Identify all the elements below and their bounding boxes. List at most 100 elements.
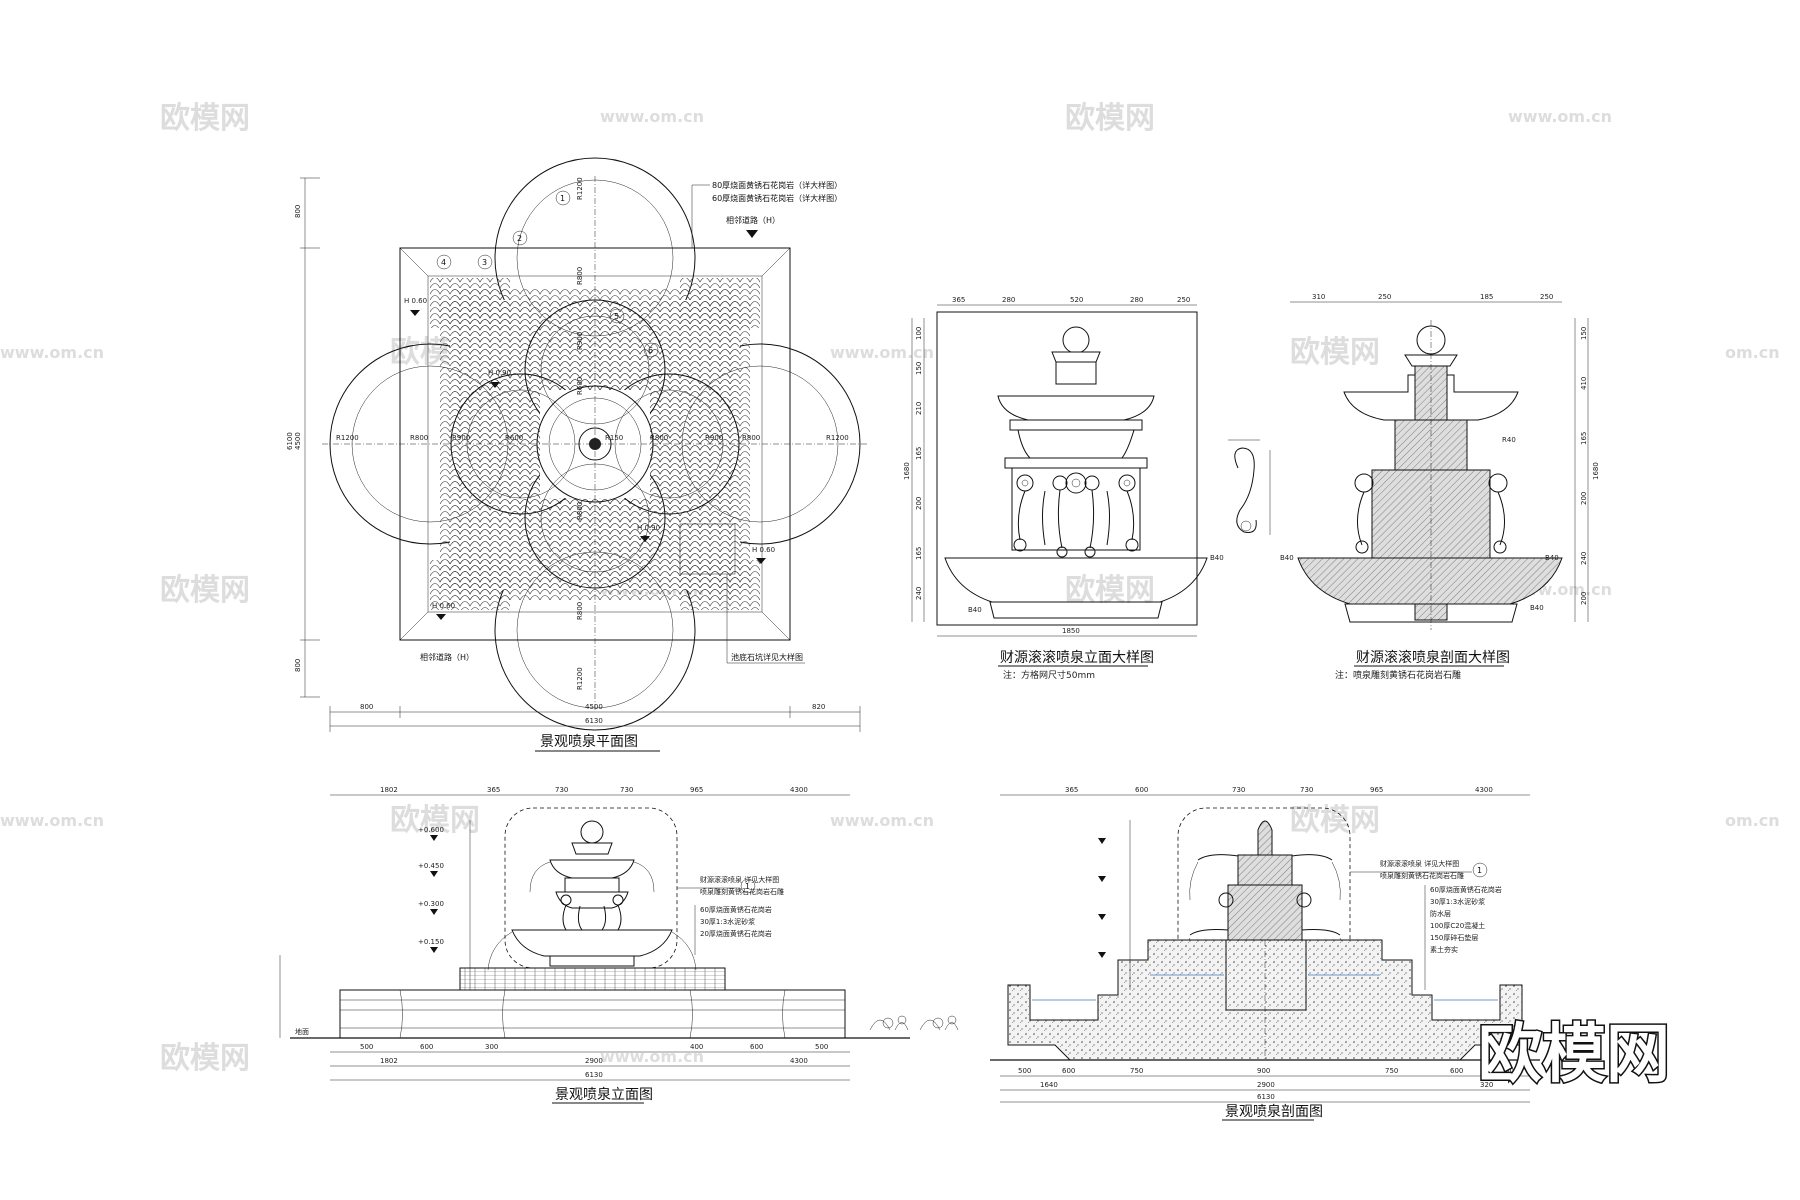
section-note: 60厚烧面黄锈石花岗岩 — [1430, 885, 1502, 894]
marker-number: 4 — [441, 258, 446, 267]
dim-label: 730 — [555, 786, 568, 794]
dim-label: 365 — [1065, 786, 1078, 794]
dim-label: R40 — [1502, 436, 1516, 444]
section-title: 景观喷泉剖面图 — [1225, 1103, 1323, 1120]
dim-label: 4300 — [790, 786, 808, 794]
dim-label: 200 — [915, 497, 923, 510]
dim-label: 165 — [915, 447, 923, 460]
dim-label: 365 — [487, 786, 500, 794]
dim-label: 1680 — [903, 462, 911, 480]
watermark-url: www.om.cn — [0, 811, 104, 830]
dim-label: 2900 — [585, 1057, 603, 1065]
dim-label: 365 — [952, 296, 965, 304]
dim-label: 150 — [915, 362, 923, 375]
front-elevation: 1802 365 730 730 965 4300 地面 +0.600 — [279, 786, 910, 1104]
section-note: 财源滚滚喷泉 详见大样图 — [1380, 859, 1459, 868]
elev-detail-title: 财源滚滚喷泉立面大样图 — [1000, 649, 1154, 666]
fountain-section: 365 600 730 730 965 4300 — [919, 786, 1540, 1121]
dim-label: 250 — [1378, 293, 1391, 301]
dim-label: 200 — [1580, 592, 1588, 605]
plan-note: 80厚烧面黄锈石花岗岩（详大样图） — [712, 180, 842, 190]
section-note: 喷泉雕刻黄锈石花岗岩石雕 — [1380, 871, 1464, 880]
fountain-section-detail: 310 250 185 250 150 410 165 200 240 200 … — [1280, 293, 1600, 681]
plan-title: 景观喷泉平面图 — [540, 733, 638, 750]
elevation-mark: H 0.60 — [404, 297, 427, 305]
watermark-brand: 欧模网 — [390, 803, 480, 838]
plan-note: 相邻道路（H） — [726, 215, 780, 225]
section-note: 素土夯实 — [1430, 945, 1458, 954]
dim-label: 165 — [1580, 432, 1588, 445]
elevation-mark: +0.600 — [418, 826, 444, 834]
watermark-url: www.om.cn — [1508, 107, 1612, 126]
dim-label: 240 — [1580, 552, 1588, 565]
plan-pit-box — [679, 523, 736, 575]
elevation-mark: H 0.90 — [488, 369, 511, 377]
radius-label: R1200 — [576, 177, 584, 200]
section-note: 150厚碎石垫层 — [1430, 933, 1478, 942]
dim-label: 965 — [1370, 786, 1383, 794]
dim-label: 410 — [1580, 377, 1588, 390]
dim-label: 800 — [360, 703, 373, 711]
fountain-elevation-detail: 365 280 520 280 250 1850 100 150 210 165… — [903, 296, 1224, 681]
elevation-mark: +0.450 — [418, 862, 444, 870]
callout-number: 1 — [745, 882, 750, 891]
radius-label: R150 — [605, 434, 623, 442]
watermark-url: www.om.cn — [830, 343, 934, 362]
dim-label: B40 — [1210, 554, 1224, 562]
dim-label: 310 — [1312, 293, 1325, 301]
section-note: 30厚1:3水泥砂浆 — [1430, 897, 1485, 906]
plan-quatrefoil — [329, 157, 861, 731]
front-elev-title: 景观喷泉立面图 — [555, 1086, 653, 1103]
radius-label: R800 — [742, 434, 760, 442]
dim-label: 965 — [690, 786, 703, 794]
radius-label: R800 — [650, 434, 668, 442]
radius-label: R800 — [576, 502, 584, 520]
dim-label: 6130 — [1257, 1093, 1275, 1101]
dim-label: 280 — [1002, 296, 1015, 304]
elev-note: 60厚烧面黄锈石花岗岩 — [700, 905, 772, 914]
elevation-mark: +0.150 — [418, 938, 444, 946]
detail-grid — [936, 311, 1198, 626]
dim-label: 800 — [294, 659, 302, 672]
watermark-brand: 欧模网 — [160, 101, 250, 136]
plan-note: 相邻道路（H） — [420, 652, 474, 662]
dim-label: 4500 — [585, 703, 603, 711]
radius-label: R600 — [576, 377, 584, 395]
plan-note: 池底石坑详见大样图 — [731, 652, 803, 662]
dim-label: 6130 — [585, 1071, 603, 1079]
dim-label: B40 — [1545, 554, 1559, 562]
ground-label: 地面 — [295, 1027, 309, 1036]
section-detail-title: 财源滚滚喷泉剖面大样图 — [1356, 649, 1510, 666]
dim-label: 600 — [1135, 786, 1148, 794]
section-note: 防水层 — [1430, 909, 1451, 918]
dim-label: 2900 — [1257, 1081, 1275, 1089]
dim-label: 600 — [420, 1043, 433, 1051]
watermark-url: www.om.cn — [600, 107, 704, 126]
dim-label: 600 — [750, 1043, 763, 1051]
plan-markers: 1 2 3 4 5 6 — [436, 190, 659, 358]
section-detail-subtitle: 注：喷泉雕刻黄锈石花岗岩石雕 — [1335, 669, 1461, 681]
marker-number: 2 — [517, 234, 522, 243]
watermark-url: om.cn — [1725, 343, 1780, 362]
dim-label: 240 — [915, 587, 923, 600]
radius-label: R1200 — [336, 434, 359, 442]
dim-label: 750 — [1385, 1067, 1398, 1075]
elev-detail-subtitle: 注：方格网尺寸50mm — [1003, 669, 1095, 681]
scroll-bracket-detail — [1228, 439, 1271, 535]
dim-label: 820 — [812, 703, 825, 711]
dim-label: 1680 — [1592, 462, 1600, 480]
dim-label: 300 — [485, 1043, 498, 1051]
radius-label: R800 — [576, 602, 584, 620]
callout-number: 1 — [1477, 866, 1482, 875]
radius-label: R800 — [576, 267, 584, 285]
dim-label: B40 — [968, 606, 982, 614]
watermark-brand: 欧模网 — [1065, 573, 1155, 608]
dim-label: 520 — [1070, 296, 1083, 304]
scroll-ornaments — [1013, 472, 1139, 558]
marker-number: 6 — [648, 346, 653, 355]
dim-label: 1802 — [380, 1057, 398, 1065]
radius-label: R900 — [705, 434, 723, 442]
watermark-brand: 欧模网 — [1290, 803, 1380, 838]
dim-label: 900 — [1257, 1067, 1270, 1075]
dim-label: 1640 — [1040, 1081, 1058, 1089]
